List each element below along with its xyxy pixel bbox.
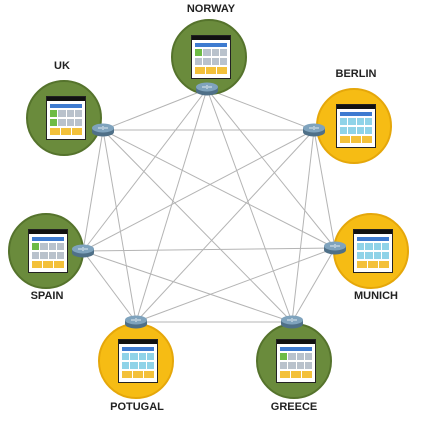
network-link (135, 247, 336, 323)
server-rack-icon (353, 229, 393, 273)
site-greece (256, 323, 332, 399)
server-rack-icon (46, 96, 86, 140)
site-spain (8, 213, 84, 289)
site-label-uk: UK (54, 60, 70, 72)
router-icon (303, 123, 325, 137)
site-uk (26, 80, 102, 156)
network-link (82, 250, 137, 323)
site-label-greece: GREECE (270, 401, 318, 413)
site-label-berlin: BERLIN (335, 68, 377, 80)
site-berlin (316, 88, 392, 164)
site-label-spain: SPAIN (30, 290, 64, 302)
network-link (206, 88, 315, 131)
network-link (82, 250, 293, 323)
network-link (102, 129, 336, 249)
network-link (82, 129, 104, 252)
site-label-potugal: POTUGAL (110, 401, 164, 413)
router-icon (196, 82, 218, 96)
server-rack-icon (28, 229, 68, 273)
site-potugal (98, 323, 174, 399)
server-rack-icon (191, 35, 231, 79)
router-icon (324, 241, 346, 255)
network-link (102, 88, 208, 131)
router-icon (125, 315, 147, 329)
router-icon (281, 315, 303, 329)
network-link (102, 129, 293, 323)
site-label-munich: MUNICH (354, 290, 398, 302)
server-rack-icon (118, 339, 158, 383)
site-norway (171, 19, 247, 95)
server-rack-icon (276, 339, 316, 383)
network-link (291, 129, 315, 323)
network-link (313, 129, 336, 249)
network-link (135, 88, 208, 323)
network-link (135, 129, 315, 323)
server-rack-icon (336, 104, 376, 148)
network-link (206, 88, 293, 323)
network-link (82, 247, 336, 252)
site-munich (333, 213, 409, 289)
network-link (82, 88, 208, 252)
network-link (291, 247, 336, 323)
router-icon (72, 244, 94, 258)
network-link (102, 129, 137, 323)
site-label-norway: NORWAY (186, 3, 236, 15)
network-link (206, 88, 336, 249)
network-link (82, 129, 315, 252)
router-icon (92, 123, 114, 137)
